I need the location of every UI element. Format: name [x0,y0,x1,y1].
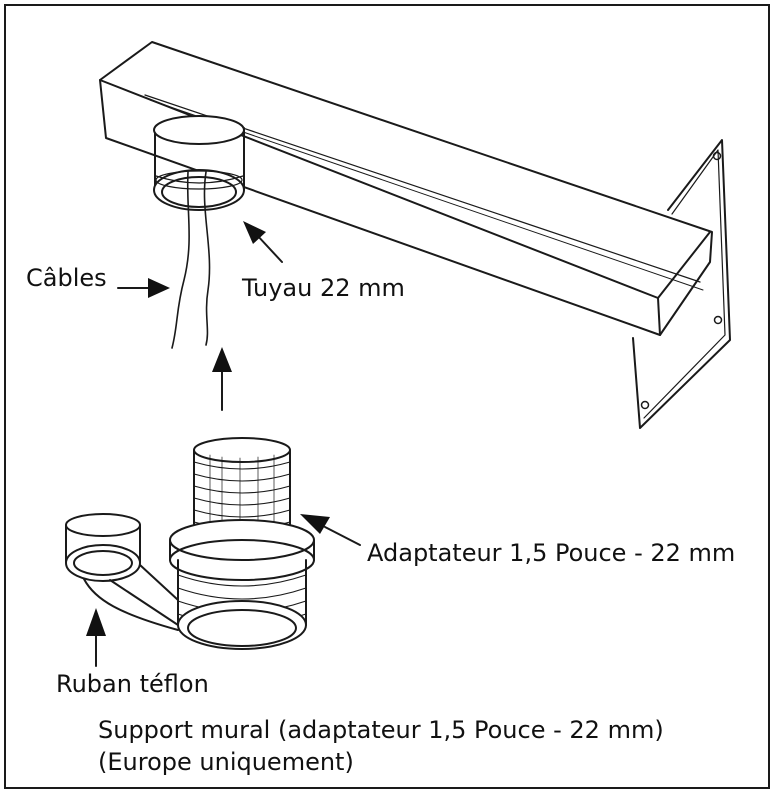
caption-line-1: Support mural (adaptateur 1,5 Pouce - 22… [98,716,664,744]
label-teflon-tape: Ruban téflon [56,670,209,698]
arrow-head-tape [86,608,106,636]
arrow-head-pipe [243,221,266,244]
label-adapter: Adaptateur 1,5 Pouce - 22 mm [367,539,736,567]
figure-caption: Support mural (adaptateur 1,5 Pouce - 22… [98,714,664,778]
adapter [169,437,315,650]
leader-arrows [95,233,361,667]
teflon-tape-roll [65,513,179,631]
arrow-head-up [212,347,232,372]
cables [171,171,211,349]
label-cables: Câbles [26,264,107,292]
arrow-head-cables [148,278,170,298]
pipe-22mm [153,115,245,211]
label-pipe: Tuyau 22 mm [242,274,405,302]
mount-arm [99,41,713,336]
arrow-head-adapter [300,514,330,534]
caption-line-2: (Europe uniquement) [98,748,354,776]
